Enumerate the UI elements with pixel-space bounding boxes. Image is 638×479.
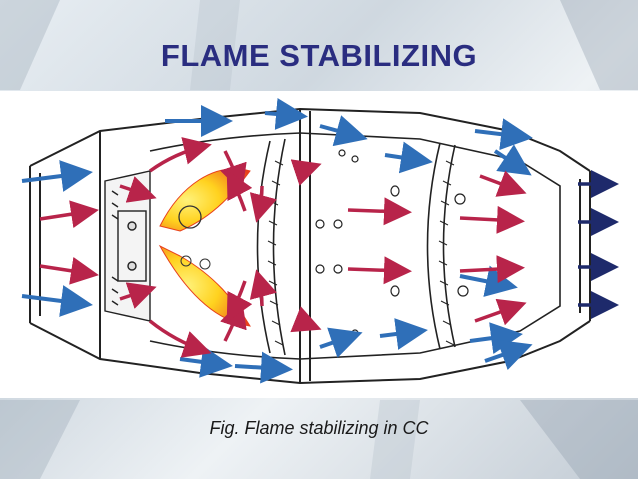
cold-air-arrows — [21, 98, 533, 384]
dilution-holes — [315, 149, 469, 343]
cooling-louvers — [267, 160, 455, 346]
hot-gas-arrows — [39, 137, 527, 358]
exhaust-arrows — [578, 170, 619, 319]
fuel-nozzle-swirler — [104, 170, 151, 322]
combustion-chamber-figure — [0, 91, 638, 398]
figure-caption: Fig. Flame stabilizing in CC — [209, 418, 429, 438]
slide-title: FLAME STABILIZING — [160, 38, 478, 73]
outer-casing — [29, 107, 591, 385]
combustion-chamber-diagram — [21, 98, 619, 385]
flame-tube-liner — [149, 132, 561, 360]
